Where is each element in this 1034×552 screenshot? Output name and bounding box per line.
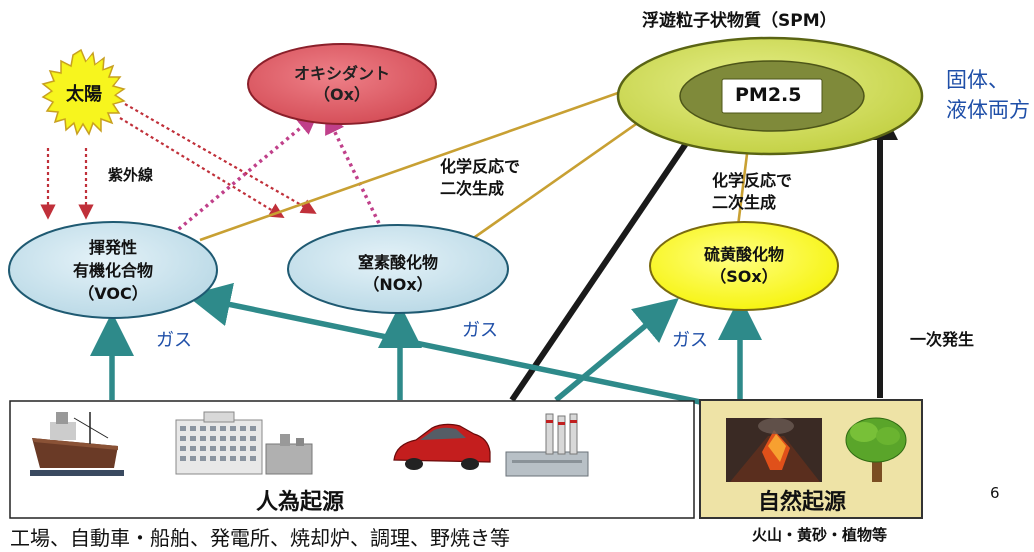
nox-node — [287, 224, 509, 314]
natural-to-voc-arrow — [186, 282, 711, 407]
reaction-label-right: 化学反応で 二次生成 — [712, 170, 792, 214]
uv-arrows — [40, 103, 317, 220]
sox-line2: （SOx） — [710, 267, 778, 286]
natural-label: 自然起源 — [758, 490, 847, 515]
nox-label: 窒素酸化物 （NOx） — [318, 252, 478, 296]
page-number: 6 — [990, 484, 1000, 502]
voc-label: 揮発性 有機化合物 （VOC） — [33, 236, 193, 305]
oxidant-line2: （Ox） — [314, 85, 370, 104]
spm-title: 浮遊粒子状物質（SPM） — [642, 11, 837, 31]
primary-emission-arrows — [509, 99, 898, 402]
nox-line2: （NOx） — [363, 275, 433, 294]
voc-to-oxidant-arrow — [166, 113, 319, 240]
car-icon — [393, 423, 491, 470]
uv-arrow-3 — [119, 117, 285, 218]
reaction-right-line2: 二次生成 — [712, 193, 777, 212]
voc-node — [8, 221, 218, 319]
sun-label: 太陽 — [66, 84, 102, 105]
uv-label: 紫外線 — [108, 166, 154, 184]
voc-line2: 有機化合物 — [72, 261, 153, 280]
spm-node — [616, 36, 924, 156]
oxidant-label: オキシダント （Ox） — [262, 63, 422, 105]
phase-note-line1: 固体、 — [946, 68, 1009, 92]
anthropogenic-to-spm-arrow — [509, 99, 717, 402]
reaction-label-left: 化学反応で 二次生成 — [440, 156, 520, 200]
nox-line1: 窒素酸化物 — [357, 253, 438, 272]
ship-icon — [30, 412, 124, 476]
natural-caption: 火山・黄砂・植物等 — [752, 526, 888, 544]
oxidant-line1: オキシダント — [293, 64, 390, 83]
gas-label-middle: ガス — [462, 320, 498, 341]
phase-note-line2: 液体両方 — [946, 98, 1030, 122]
sox-node — [649, 221, 839, 311]
pm25-label-box — [721, 78, 823, 114]
oxidant-node — [247, 43, 437, 125]
sox-line1: 硫黄酸化物 — [703, 245, 784, 264]
primary-emission-label: 一次発生 — [910, 330, 975, 349]
building-icon — [175, 411, 313, 475]
voc-line1: 揮発性 — [88, 238, 137, 257]
nox-to-oxidant-arrow — [325, 112, 390, 243]
sox-label: 硫黄酸化物 （SOx） — [664, 244, 824, 288]
gas-label-right: ガス — [672, 330, 708, 351]
sun-icon — [41, 48, 126, 136]
reaction-left-line1: 化学反応で — [440, 157, 521, 176]
voc-line3: （VOC） — [78, 284, 148, 303]
gas-label-left: ガス — [156, 330, 192, 351]
factory-icon — [505, 413, 589, 477]
oxidant-arrows — [166, 112, 390, 243]
voc-to-spm-arrow — [199, 68, 681, 242]
gas-arrows — [90, 282, 762, 407]
anthropogenic-label: 人為起源 — [256, 490, 345, 515]
uv-arrow-4 — [124, 103, 317, 214]
anthro-to-sox-arrow — [554, 297, 679, 403]
anthropogenic-caption: 工場、自動車・船舶、発電所、焼却炉、調理、野焼き等 — [10, 526, 510, 550]
tree-icon — [845, 417, 907, 482]
pm25-label: PM2.5 — [735, 84, 802, 106]
reaction-right-line1: 化学反応で — [712, 171, 793, 190]
reaction-left-line2: 二次生成 — [440, 179, 505, 198]
volcano-icon — [726, 418, 822, 482]
